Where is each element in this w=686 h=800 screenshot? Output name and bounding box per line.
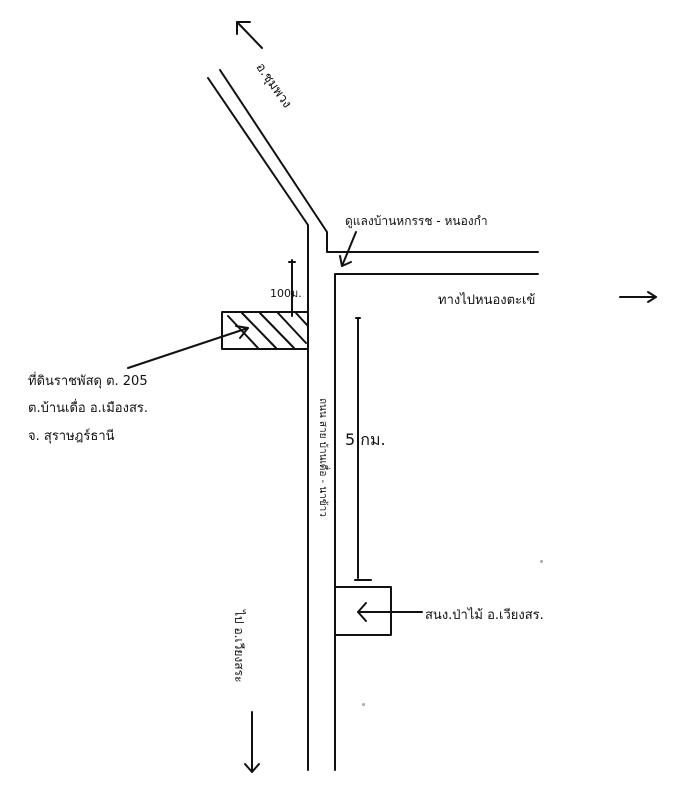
south-arrow [244, 711, 260, 773]
junction-label: ดูแลงบ้านหกรรช - หนองกำ [345, 214, 488, 228]
vertical-road-label: ถนน สาย บ้านเดื่อ - นาข้าว [317, 398, 328, 517]
office-label: สนง.ป่าไม้ อ.เวียงสร. [425, 608, 544, 623]
distance-large-label: 5 กม. [345, 430, 386, 449]
site-label-line3: จ. สุราษฎร์ธานี [28, 429, 115, 444]
site-label-line1: ที่ดินราชพัสดุ ต. 205 [28, 374, 148, 389]
distance-marker-small [288, 259, 296, 317]
road-main [207, 69, 539, 771]
office-building [334, 586, 423, 636]
north-west-arrow [236, 21, 263, 49]
ink-speck [540, 560, 543, 563]
ink-speck [362, 703, 365, 706]
east-arrow [619, 291, 657, 303]
junction-pointer-arrow [339, 231, 357, 267]
distance-small-label: 100ม. [270, 287, 302, 300]
distance-marker-large [354, 317, 372, 581]
east-direction-label: ทางไปหนองตะเข้ [438, 293, 536, 308]
site-label-line2: ต.บ้านเดื่อ อ.เมืองสร. [28, 401, 148, 416]
site-parcel [221, 311, 309, 350]
south-direction-label: ไป อ.เวียงสระ [232, 610, 246, 683]
site-pointer-arrow [127, 325, 249, 369]
